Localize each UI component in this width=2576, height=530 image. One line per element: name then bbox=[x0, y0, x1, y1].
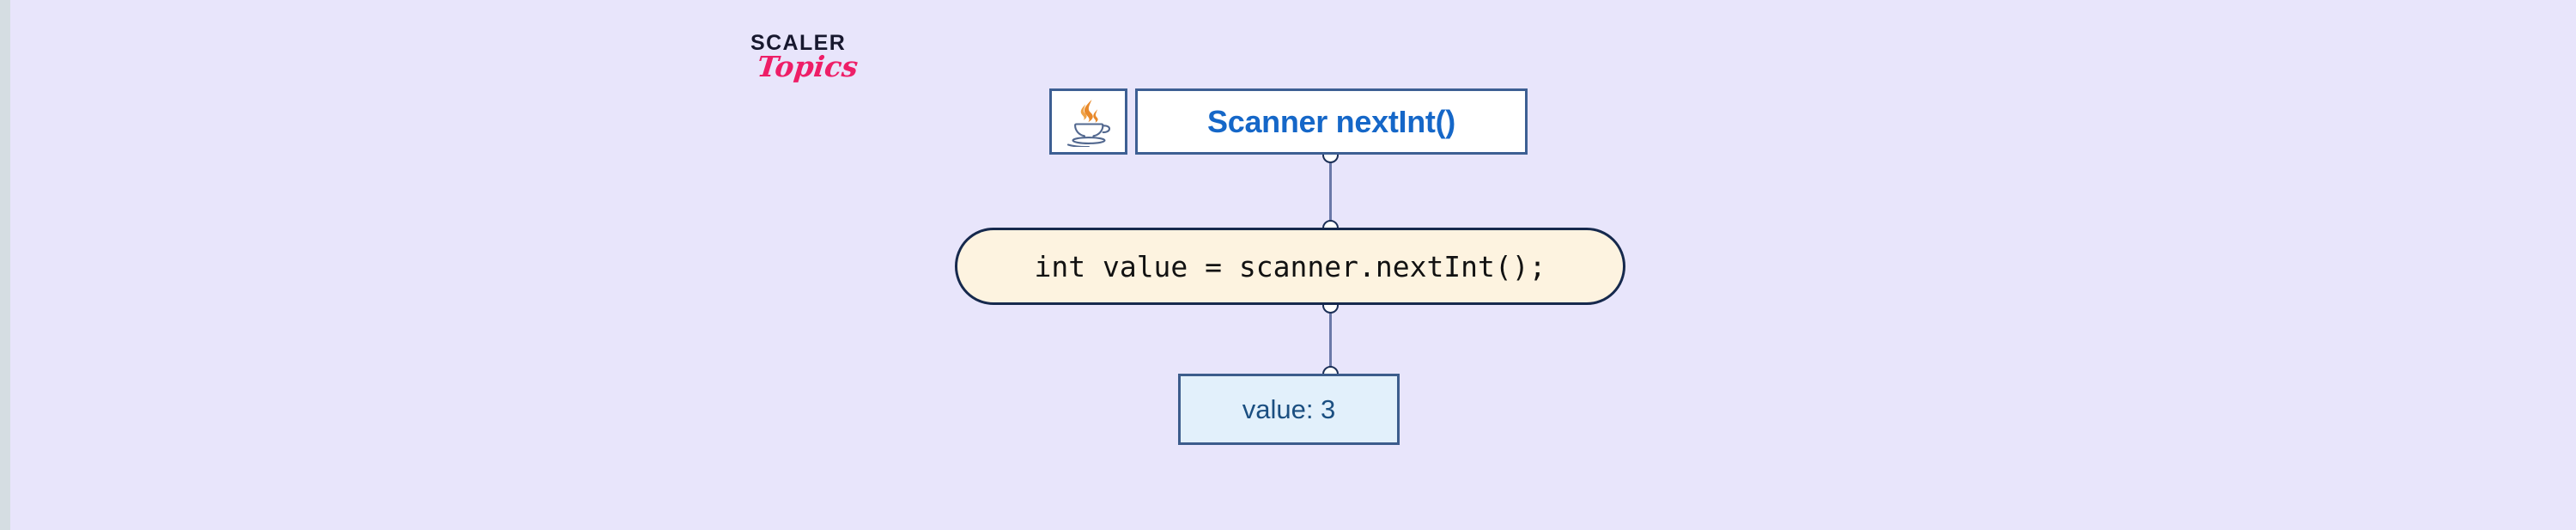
code-statement-box: int value = scanner.nextInt(); bbox=[955, 228, 1625, 305]
output-value-label: value: 3 bbox=[1242, 393, 1336, 424]
scanner-method-title-box: Scanner nextInt() bbox=[1135, 88, 1528, 155]
logo-secondary-text: Topics bbox=[755, 50, 860, 83]
connector-line-title-to-code bbox=[1329, 155, 1332, 228]
logo-primary-text: SCALER bbox=[750, 31, 847, 55]
java-logo-icon bbox=[1066, 97, 1112, 147]
scaler-topics-logo: SCALER Topics bbox=[749, 33, 895, 93]
connector-line-code-to-value bbox=[1329, 305, 1332, 374]
scanner-method-title: Scanner nextInt() bbox=[1207, 103, 1455, 139]
output-value-box: value: 3 bbox=[1178, 374, 1400, 445]
left-gutter-strip bbox=[0, 0, 10, 530]
code-statement-text: int value = scanner.nextInt(); bbox=[1034, 249, 1546, 283]
java-icon-box bbox=[1049, 88, 1127, 155]
